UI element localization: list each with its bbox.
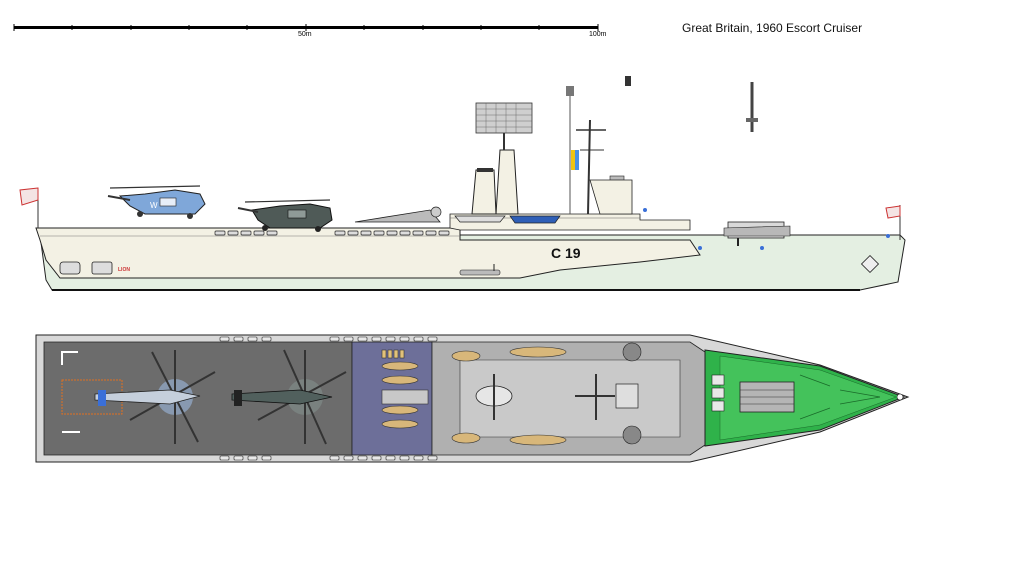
missile-detail (746, 82, 758, 132)
side-profile: LION C 19 W (19, 76, 906, 291)
helicopter-seaking-dark (237, 199, 333, 232)
scale-label-100m: 100m (589, 31, 607, 38)
helicopter-plan-2 (231, 349, 347, 445)
drawing-title: Great Britain, 1960 Escort Cruiser (682, 21, 863, 35)
pennant-number: C 19 (551, 245, 581, 261)
plan-view (35, 334, 910, 463)
ensign-flag-stern (19, 187, 39, 228)
scale-label-50m: 50m (298, 31, 312, 38)
type-984-radar (475, 102, 533, 150)
helicopter-plan-1 (94, 350, 216, 444)
stack-tops (622, 342, 642, 445)
svg-text:W: W (150, 201, 158, 210)
launcher-plan (739, 381, 795, 413)
sensor-detail (625, 76, 631, 86)
jack-flag-bow (885, 205, 901, 240)
ship-name-plate: LION (118, 267, 130, 273)
helicopter-wessex-blue: W (107, 185, 206, 219)
scale-bar (13, 24, 599, 31)
deck-markings (61, 351, 80, 433)
main-mast (566, 86, 633, 215)
forward-missile-launcher (723, 221, 791, 246)
